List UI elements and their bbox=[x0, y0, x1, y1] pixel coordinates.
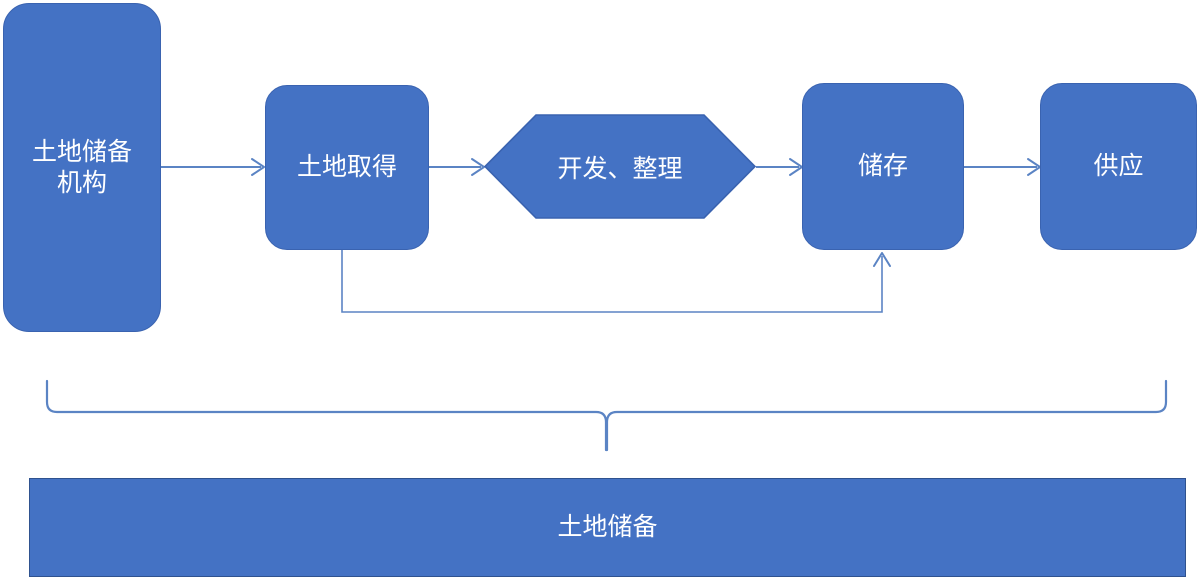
connector-agency-to-acquire bbox=[161, 158, 265, 176]
node-supply[interactable]: 供应 bbox=[1040, 83, 1197, 250]
node-agency[interactable]: 土地储备 机构 bbox=[3, 3, 161, 332]
connector-store-to-supply bbox=[964, 158, 1041, 176]
connector-develop-to-store bbox=[756, 158, 803, 176]
scope-brace bbox=[45, 379, 1168, 452]
connector-acquire-to-develop bbox=[429, 158, 485, 176]
hexagon-shape bbox=[483, 114, 757, 219]
node-storage[interactable]: 储存 bbox=[802, 83, 964, 250]
node-land-acquisition[interactable]: 土地取得 bbox=[265, 85, 429, 250]
node-development[interactable]: 开发、整理 bbox=[483, 114, 757, 219]
connector-acquire-to-store-bypass bbox=[341, 250, 891, 313]
summary-bar-land-reserve[interactable]: 土地储备 bbox=[29, 478, 1186, 577]
